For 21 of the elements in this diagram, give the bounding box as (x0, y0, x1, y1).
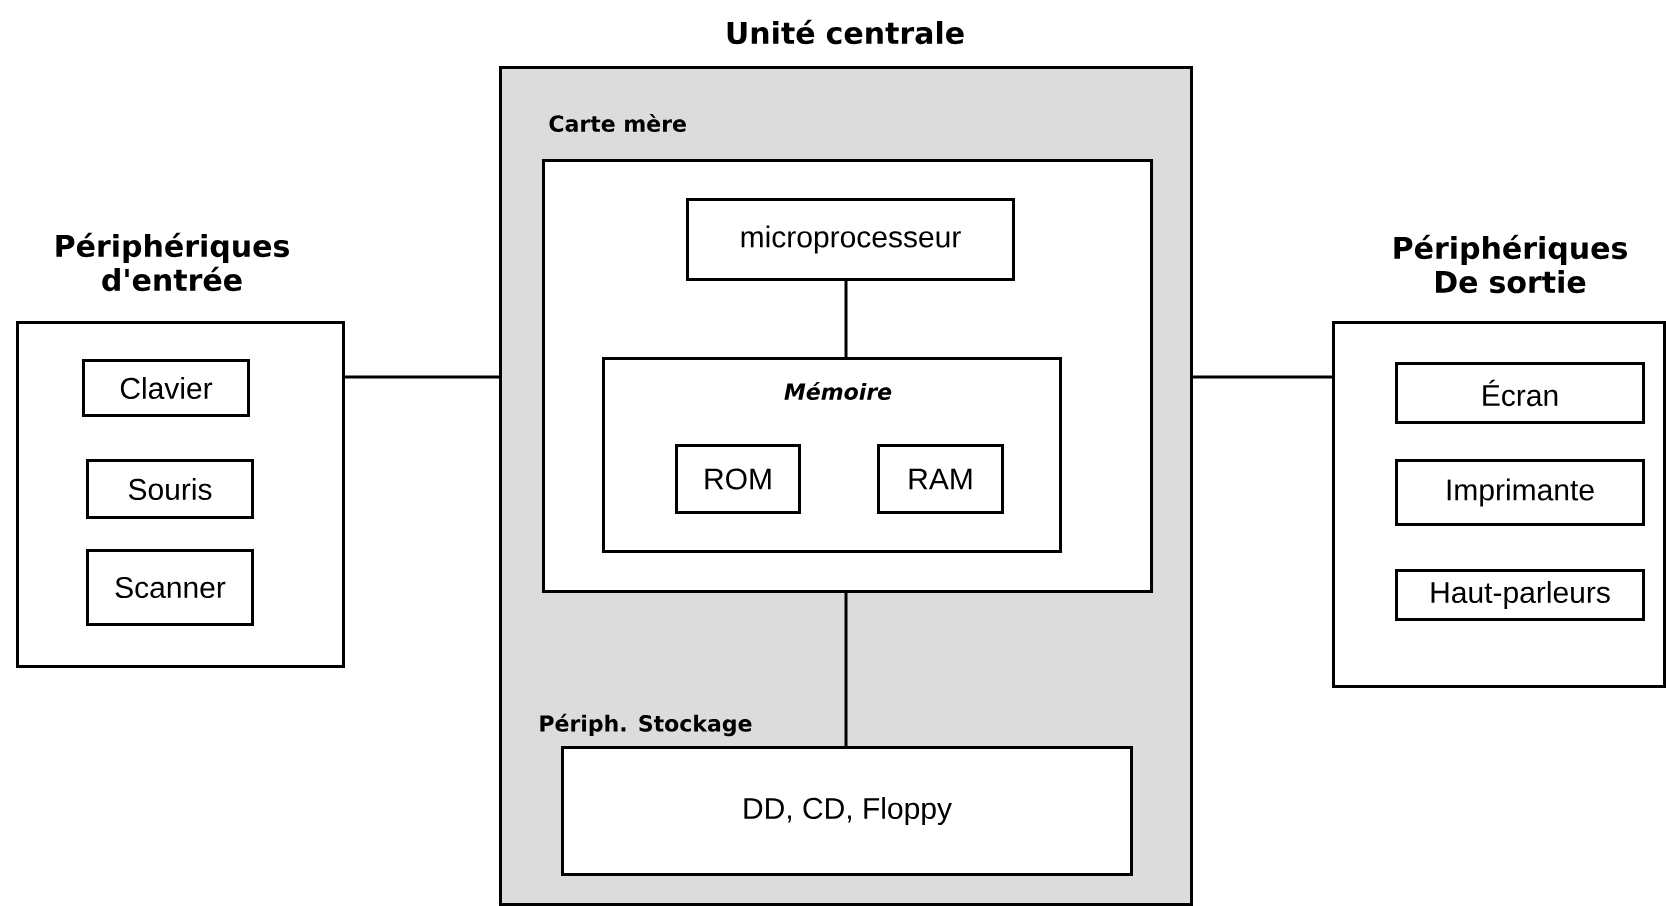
heading: Carte mère (549, 114, 686, 132)
storage-box (540, 713, 1133, 876)
device-box: Clavier (82, 359, 250, 417)
component-box: RAM (877, 444, 1004, 514)
connector-line (1193, 375, 1332, 379)
heading: Périphériques De sortie (1394, 234, 1627, 294)
box-text: DD, CD, Floppy (744, 797, 952, 825)
device-box: Imprimante (1395, 459, 1645, 526)
heading: Périphériques d'entrée (56, 232, 289, 292)
connector-line (844, 281, 848, 357)
device-box: Souris (86, 459, 254, 519)
device-box: Écran (1395, 362, 1645, 424)
connector-line (345, 375, 499, 379)
heading: Unité centrale (727, 19, 964, 45)
component-box: ROM (675, 444, 801, 514)
heading: Périph. Stockage (540, 713, 752, 737)
connector-line (844, 593, 848, 746)
heading: Mémoire (784, 382, 892, 400)
component-box: microprocesseur (686, 198, 1015, 281)
device-box: Haut-parleurs (1395, 569, 1645, 621)
device-box: Scanner (86, 549, 254, 626)
